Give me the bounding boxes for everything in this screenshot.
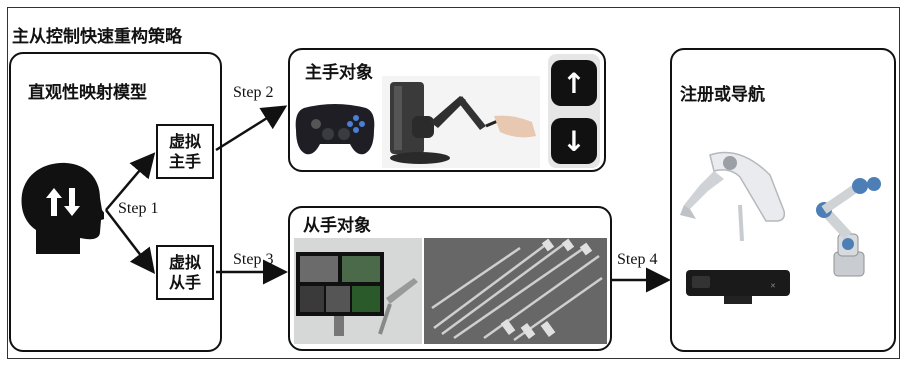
virtual-master-box: 虚拟 主手 — [156, 124, 214, 179]
surgical-instruments-image — [424, 238, 607, 344]
virtual-slave-line1: 虚拟 — [168, 252, 201, 272]
down-arrow-icon: ↓ — [562, 124, 586, 158]
virtual-slave-line2: 从手 — [168, 272, 201, 292]
step-1-label: Step 1 — [118, 200, 159, 217]
up-arrow-icon: ↑ — [562, 66, 586, 100]
registration-title: 注册或导航 — [680, 85, 765, 105]
diagram-frame — [7, 7, 900, 359]
step-2-label: Step 2 — [233, 84, 274, 101]
master-object-title: 主手对象 — [305, 63, 373, 83]
navigation-camera-image — [680, 151, 786, 242]
virtual-slave-box: 虚拟 从手 — [156, 245, 214, 300]
slave-object-title: 从手对象 — [303, 216, 371, 236]
down-arrow-button[interactable]: ↓ — [551, 118, 597, 164]
svg-text:✕: ✕ — [770, 282, 776, 290]
mapping-model-title: 直观性映射模型 — [28, 83, 147, 103]
head-arrows-icon — [21, 162, 104, 254]
robot-arm-image — [816, 177, 881, 277]
up-arrow-button[interactable]: ↑ — [551, 60, 597, 106]
strategy-title: 主从控制快速重构策略 — [12, 27, 182, 47]
gamepad-icon — [295, 104, 375, 155]
surgical-monitor-image — [294, 238, 422, 344]
step-4-label: Step 4 — [617, 251, 658, 268]
virtual-master-line2: 主手 — [168, 151, 201, 171]
step-3-label: Step 3 — [233, 251, 274, 268]
registration-box — [670, 48, 896, 352]
haptic-device-image — [382, 76, 540, 168]
virtual-master-line1: 虚拟 — [168, 131, 201, 151]
depth-sensor-image: ✕ — [686, 270, 790, 304]
